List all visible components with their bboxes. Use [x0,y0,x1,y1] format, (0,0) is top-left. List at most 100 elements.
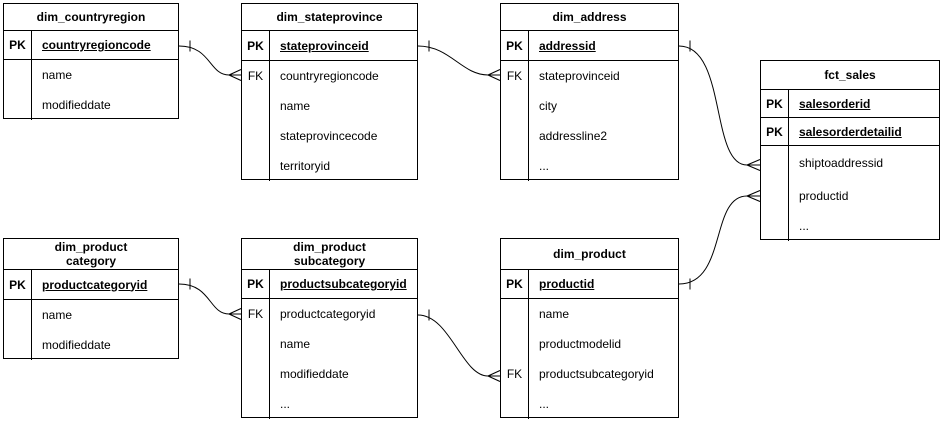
fk-label: FK [242,61,270,91]
key-cell [242,359,270,389]
table-row: productmodelid [501,329,678,359]
key-cell [4,330,32,360]
connector-product-fctsales[interactable] [678,190,761,290]
table-title: dim_product category [4,239,178,270]
pk-label: PK [761,90,789,117]
table-row: shiptoaddressid [761,146,939,180]
table-dim-address[interactable]: dim_address PK addressid FK stateprovinc… [500,3,679,181]
key-cell [242,389,270,419]
key-cell [4,90,32,120]
table-dim-productcategory[interactable]: dim_product category PK productcategoryi… [3,238,179,360]
table-row: name [242,329,417,359]
fk-label: FK [501,61,529,91]
table-row: PK productsubcategoryid [242,270,417,299]
key-cell [501,389,529,419]
pk-label: PK [501,31,529,60]
table-row: modifieddate [4,330,178,360]
pk-label: PK [761,118,789,145]
key-cell [4,60,32,90]
crow-foot-icon [487,370,501,382]
column-name: productid [539,277,595,291]
pk-label: PK [242,270,270,298]
table-row: FK countryregioncode [242,61,417,91]
key-cell [761,180,789,211]
pk-label: PK [242,31,270,60]
table-title: dim_product [501,239,678,270]
table-row: ... [501,389,678,419]
table-dim-countryregion[interactable]: dim_countryregion PK countryregioncode n… [3,3,179,120]
table-row: PK productcategoryid [4,270,178,300]
column-name: countryregioncode [42,38,151,52]
column-name: stateprovinceid [280,38,369,53]
table-row: territoryid [242,151,417,181]
table-dim-productsubcategory[interactable]: dim_product subcategory PK productsubcat… [241,238,418,419]
table-row: productid [761,180,939,211]
key-cell [242,151,270,181]
table-row: ... [242,389,417,419]
pk-label: PK [501,270,529,298]
column-name: modifieddate [42,98,111,112]
column-name: stateprovinceid [539,69,620,83]
connector-productcategory-productsubcategory[interactable] [178,278,242,320]
key-cell [501,299,529,329]
fk-label: FK [242,299,270,329]
column-name: productcategoryid [280,307,376,321]
table-dim-product[interactable]: dim_product PK productid name productmod… [500,238,679,419]
column-name: name [280,337,311,351]
column-name: territoryid [280,159,331,173]
table-row: modifieddate [242,359,417,389]
table-row: ... [501,151,678,181]
crow-foot-icon [487,69,501,81]
column-name: stateprovincecode [280,129,378,143]
key-cell [501,151,529,181]
column-name: productsubcategoryid [539,367,654,381]
crow-foot-icon [228,69,242,81]
table-row: name [501,299,678,329]
table-row: addressline2 [501,121,678,151]
column-name: salesorderid [799,96,871,111]
table-row: modifieddate [4,90,178,120]
column-name: shiptoaddressid [799,156,884,170]
table-fct-sales[interactable]: fct_sales PK salesorderid PK salesorderd… [760,60,940,241]
column-name: ... [539,159,550,173]
crow-foot-icon [746,159,761,171]
table-row: PK countryregioncode [4,31,178,60]
connector-productsubcategory-product[interactable] [417,309,501,382]
column-name: addressline2 [539,129,608,143]
table-row: PK productid [501,270,678,299]
table-title: fct_sales [761,61,939,90]
column-name: ... [539,397,550,411]
table-row: PK stateprovinceid [242,31,417,61]
column-name: ... [280,397,291,411]
connector-countryregion-stateprovince[interactable] [178,40,242,81]
connector-address-fctsales[interactable] [678,40,761,171]
column-name: name [539,307,570,321]
table-title: dim_product subcategory [242,239,417,270]
connector-stateprovince-address[interactable] [417,40,501,81]
table-row: name [4,300,178,330]
key-cell [501,121,529,151]
table-row: FK productsubcategoryid [501,359,678,389]
column-name: productsubcategoryid [280,277,407,291]
table-dim-stateprovince[interactable]: dim_stateprovince PK stateprovinceid FK … [241,3,418,181]
column-name: modifieddate [280,367,349,381]
column-name: modifieddate [42,338,111,352]
table-row: PK salesorderdetailid [761,118,939,146]
column-name: addressid [539,38,596,53]
pk-label: PK [4,270,32,299]
table-row: stateprovincecode [242,121,417,151]
crow-foot-icon [228,308,242,320]
key-cell [501,329,529,359]
pk-label: PK [4,31,32,59]
column-name: salesorderdetailid [799,124,902,139]
column-name: productid [799,188,849,203]
table-title: dim_stateprovince [242,4,417,31]
fk-label: FK [501,359,529,389]
key-cell [242,91,270,121]
table-title: dim_countryregion [4,4,178,31]
key-cell [4,300,32,330]
column-name: name [280,99,311,113]
column-name: name [42,68,73,82]
